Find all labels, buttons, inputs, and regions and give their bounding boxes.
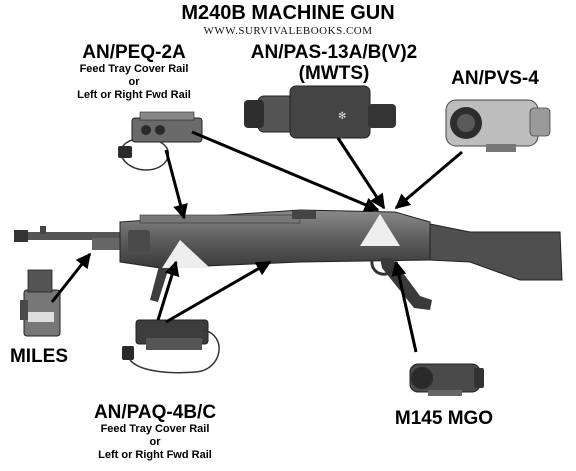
front-sight [40,226,46,234]
feed-tray-cover-rail [139,214,301,224]
carry-handle-base [128,230,150,252]
paq4-line1: Feed Tray Cover Rail [100,423,210,435]
peq2a-laser-image [118,111,203,171]
label-mgo: M145 MGO [394,408,494,429]
arrow-miles [50,252,92,303]
buttstock [429,223,563,281]
label-pas13: AN/PAS-13A/B(V)2 (MWTS) [234,42,434,84]
label-peq2a: AN/PEQ-2A Feed Tray Cover Rail or Left o… [64,42,204,102]
page-title: M240B MACHINE GUN [181,2,395,24]
arrow-pvs4 [394,150,463,210]
peq2a-line1: Feed Tray Cover Rail [79,63,189,75]
m145-mgo-image [409,363,484,396]
label-miles: MILES [9,346,69,367]
paq4-line2: or [149,436,161,448]
flash-hider [14,230,28,242]
peq2a-line3: Left or Right Fwd Rail [77,89,191,101]
rear-sight [292,211,316,219]
pas13-name2: (MWTS) [298,63,370,84]
pointer-arrows [50,130,463,353]
arrow-paq4-rail [165,260,272,324]
label-pvs4: AN/PVS-4 [451,68,539,89]
pas13-thermal-sight-image: ✻ [244,85,396,139]
m240b-machine-gun-image [14,209,563,310]
peq2a-line2: or [128,76,140,88]
svg-text:✻: ✻ [338,111,346,122]
watermark-text: WWW.SURVIVALEBOOKS.COM [203,25,373,37]
arrow-pas13 [336,137,386,210]
pvs4-night-sight-image [445,99,551,152]
barrel [14,232,124,240]
arrow-paq4 [156,260,180,321]
arrow-peq2a [164,149,188,220]
arrow-mgo [391,260,418,353]
mount-highlight-right [360,214,400,246]
paq4-name: AN/PAQ-4B/C [93,402,217,423]
miles-device-image [20,269,61,337]
pas13-name: AN/PAS-13A/B(V)2 [250,42,418,63]
arrow-peq2a-rail [191,130,380,212]
paq4-line3: Left or Right Fwd Rail [98,449,212,461]
paq4-laser-image [122,319,220,374]
peq2a-name: AN/PEQ-2A [82,42,186,63]
label-paq4: AN/PAQ-4B/C Feed Tray Cover Rail or Left… [80,402,230,462]
